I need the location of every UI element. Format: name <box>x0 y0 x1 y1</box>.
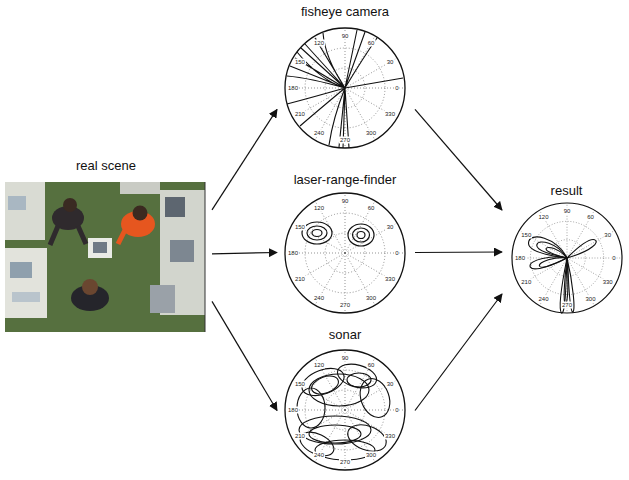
angle-tick: 60 <box>367 204 376 211</box>
angle-tick: 120 <box>313 361 325 368</box>
angle-tick: 30 <box>386 381 395 388</box>
angle-tick: 60 <box>367 39 376 46</box>
result-polar-plot <box>512 203 622 313</box>
angle-tick: 120 <box>313 204 325 211</box>
plot-heading: fisheye camera <box>278 4 412 20</box>
plot-heading: sonar <box>278 327 412 343</box>
plot-heading: laser-range-finder <box>278 172 412 188</box>
angle-tick: 0 <box>394 85 399 92</box>
angle-tick: 210 <box>520 278 532 285</box>
angle-tick: 270 <box>561 302 573 309</box>
angle-tick: 210 <box>294 433 306 440</box>
plot-heading: real scene <box>3 158 209 174</box>
flow-arrow <box>415 109 502 210</box>
laser-polar-plot <box>285 193 405 313</box>
angle-tick: 180 <box>287 250 299 257</box>
angle-tick: 270 <box>339 459 351 466</box>
angle-tick: 90 <box>341 355 350 362</box>
angle-tick: 90 <box>563 208 572 215</box>
angle-tick: 150 <box>520 231 532 238</box>
angle-tick: 150 <box>294 381 306 388</box>
angle-tick: 210 <box>294 111 306 118</box>
angle-tick: 60 <box>367 361 376 368</box>
angle-tick: 0 <box>394 407 399 414</box>
angle-tick: 330 <box>384 111 396 118</box>
fisheye-polar-plot <box>285 28 405 148</box>
sonar-polar-plot <box>285 350 405 470</box>
angle-tick: 180 <box>287 407 299 414</box>
angle-tick: 150 <box>294 224 306 231</box>
angle-tick: 210 <box>294 276 306 283</box>
angle-tick: 330 <box>602 278 614 285</box>
angle-tick: 300 <box>365 130 377 137</box>
angle-tick: 120 <box>313 39 325 46</box>
angle-tick: 240 <box>537 295 549 302</box>
angle-tick: 60 <box>586 214 595 221</box>
angle-tick: 0 <box>394 250 399 257</box>
angle-tick: 30 <box>603 231 612 238</box>
angle-tick: 90 <box>341 198 350 205</box>
angle-tick: 300 <box>365 452 377 459</box>
scene-photo <box>5 182 205 332</box>
angle-tick: 240 <box>313 295 325 302</box>
flow-arrow <box>415 251 502 253</box>
angle-tick: 330 <box>384 433 396 440</box>
angle-tick: 270 <box>339 137 351 144</box>
flow-arrow <box>415 294 502 411</box>
angle-tick: 30 <box>386 59 395 66</box>
flow-arrow <box>212 301 277 410</box>
angle-tick: 300 <box>365 295 377 302</box>
sensor-plot: fisheye camera <box>278 0 412 152</box>
sensor-plot: sonar <box>278 325 412 475</box>
sensor-plot: laser-range-finder <box>278 170 412 320</box>
angle-tick: 90 <box>341 33 350 40</box>
angle-tick: 180 <box>287 85 299 92</box>
angle-tick: 300 <box>584 295 596 302</box>
plot-heading: result <box>503 183 629 199</box>
flow-arrow <box>212 109 277 209</box>
angle-tick: 270 <box>339 302 351 309</box>
angle-tick: 120 <box>537 214 549 221</box>
angle-tick: 30 <box>386 224 395 231</box>
flow-arrow <box>212 253 277 254</box>
angle-tick: 240 <box>313 130 325 137</box>
scene-panel: real scene <box>3 157 209 333</box>
angle-tick: 330 <box>384 276 396 283</box>
angle-tick: 240 <box>313 452 325 459</box>
angle-tick: 0 <box>611 255 616 262</box>
angle-tick: 150 <box>294 59 306 66</box>
angle-tick: 180 <box>514 255 526 262</box>
